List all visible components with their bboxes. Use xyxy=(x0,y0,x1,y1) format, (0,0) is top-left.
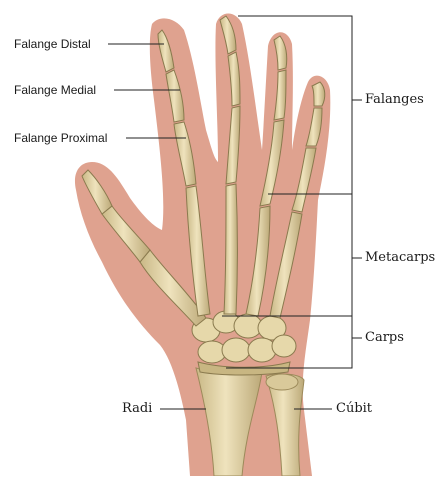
label-falanges: Falanges xyxy=(365,92,424,108)
label-radi: Radi xyxy=(122,401,152,417)
label-falange-proximal: Falange Proximal xyxy=(14,131,107,145)
label-falange-medial: Falange Medial xyxy=(14,83,96,97)
label-carps: Carps xyxy=(365,330,404,346)
label-falange-distal: Falange Distal xyxy=(14,37,91,51)
label-cubit: Cúbit xyxy=(336,401,372,417)
label-metacarps: Metacarps xyxy=(365,250,435,266)
